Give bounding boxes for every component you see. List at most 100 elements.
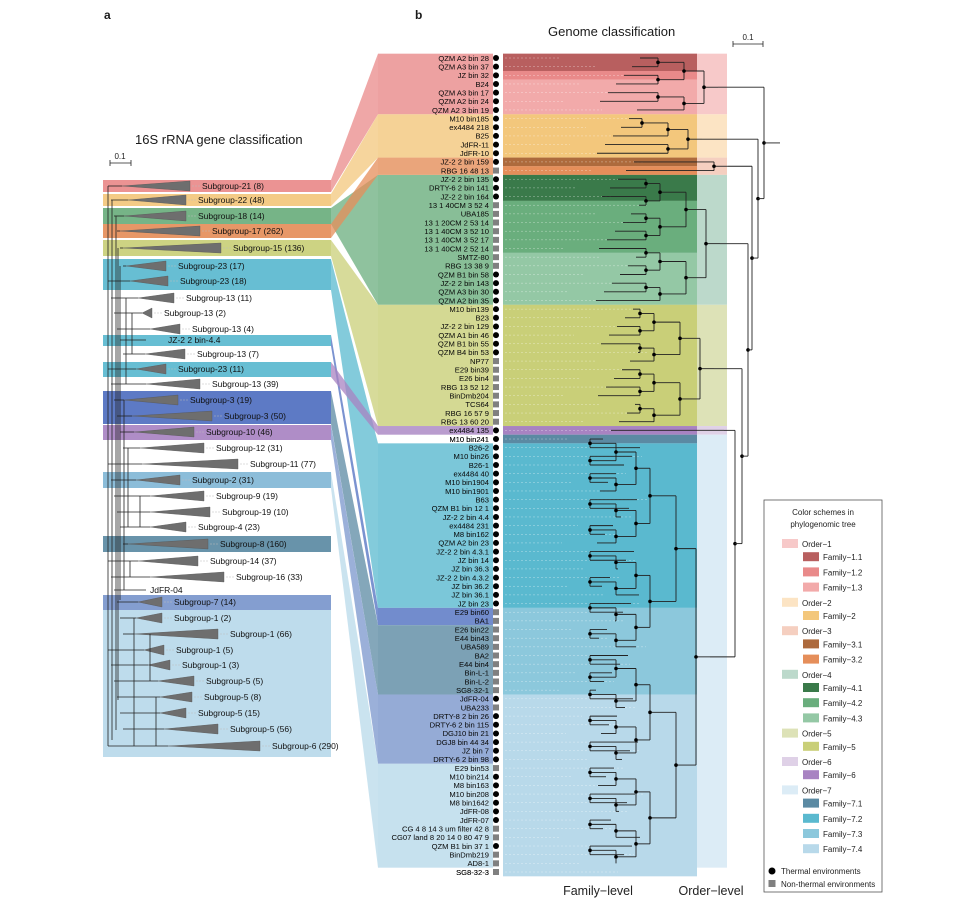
thermal-marker (493, 591, 499, 598)
legend-swatch (782, 626, 798, 636)
bootstrap-node (588, 632, 592, 636)
tip-label-overlay: DRTY-6 2 bin 141 (429, 184, 489, 193)
legend-swatch (782, 757, 798, 766)
thermal-marker (493, 505, 499, 512)
tip-label-overlay: JZ bin 14 (458, 556, 489, 565)
legend-swatch (803, 639, 819, 649)
connector-band (331, 240, 378, 427)
legend-label: Family−7.4 (823, 845, 863, 854)
collapsed-clade (157, 675, 195, 687)
connector-band (331, 335, 378, 626)
tip-label-overlay: E29 bin39 (455, 366, 489, 375)
subgroup-label: Subgroup-5 (15) (198, 708, 260, 718)
thermal-marker (493, 98, 499, 105)
tip-label-overlay: E26 bin22 (455, 625, 489, 634)
collapsed-clade (139, 442, 205, 454)
tip-label-overlay: JZ-2 2 bin 4.3.1 (436, 547, 489, 556)
bootstrap-node (634, 790, 638, 794)
collapsed-clade (125, 260, 167, 272)
bootstrap-node (614, 777, 618, 781)
tip-label-overlay: JZ bin 36.1 (451, 591, 489, 600)
bootstrap-node (648, 599, 652, 604)
tip-label: M10 bin241 (449, 435, 489, 444)
label-backdrop (378, 625, 493, 695)
tip-label-overlay: JdFR-11 (460, 140, 489, 149)
left-title: 16S rRNA gene classification (135, 132, 303, 147)
tip-label-overlay: DGJ10 bin 21 (443, 729, 489, 738)
thermal-marker (493, 522, 499, 529)
nonthermal-marker (493, 626, 499, 633)
bootstrap-node (614, 638, 618, 643)
legend-nonthermal-marker (768, 880, 776, 887)
collapsed-clade (123, 394, 179, 406)
tip-label-overlay: AD8-1 (467, 859, 489, 868)
collapsed-clade (143, 644, 165, 656)
nonthermal-marker (493, 765, 499, 772)
collapsed-clade (133, 426, 195, 438)
thermal-marker (493, 288, 499, 295)
bootstrap-node (634, 625, 638, 630)
thermal-marker (493, 132, 499, 139)
family-band-4.1 (503, 174, 697, 201)
tip-label-overlay: CG07 land 8 20 14 0 80 47 9 (391, 833, 489, 842)
thermal-marker (493, 193, 499, 200)
tip-label-overlay: QZM A2 bin 28 (438, 54, 489, 63)
tip-label-overlay: JZ-2 2 bin 159 (440, 158, 489, 167)
tip-label-overlay: JZ bin 32 (458, 71, 489, 80)
tip-label-overlay: M10 bin1904 (445, 478, 489, 487)
bootstrap-node (588, 822, 592, 827)
tip-label-overlay: B25 (475, 132, 489, 141)
thermal-marker (493, 349, 499, 356)
thermal-marker (493, 721, 499, 728)
bootstrap-node (648, 494, 652, 498)
thermal-marker (493, 747, 499, 754)
thermal-marker (493, 773, 499, 780)
bootstrap-node (588, 606, 592, 610)
nonthermal-marker (493, 687, 499, 694)
nonthermal-marker (493, 392, 499, 399)
thermal-marker (493, 462, 499, 468)
thermal-marker (493, 799, 499, 806)
legend-swatch (803, 741, 819, 751)
tip-label-overlay: JZ-2 2 bin 135 (440, 175, 489, 184)
bootstrap-node (614, 725, 618, 729)
label-backdrop (378, 607, 493, 626)
connector-band (331, 472, 378, 868)
thermal-marker (493, 280, 499, 287)
nonthermal-marker (493, 609, 499, 616)
tip-label-overlay: QZM B1 bin 37 1 (432, 842, 489, 851)
legend-marker-label: Non-thermal environments (781, 880, 875, 889)
legend-swatch (803, 567, 819, 577)
legend-swatch (782, 539, 798, 548)
nonthermal-marker (493, 375, 499, 382)
nonthermal-marker (493, 167, 499, 174)
nonthermal-marker (493, 210, 499, 217)
thermal-marker (493, 89, 499, 96)
bootstrap-node (614, 482, 618, 487)
tip-label-overlay: QZM B4 bin 53 (438, 348, 489, 357)
legend-label: Family−1.3 (823, 584, 863, 593)
nonthermal-marker (493, 825, 499, 832)
nonthermal-marker (493, 228, 499, 235)
nonthermal-marker (493, 384, 499, 391)
tip-label-overlay: UBA233 (461, 703, 489, 712)
legend-label: Family−4.1 (823, 684, 863, 693)
tip-label-overlay: M10 bin26 (454, 452, 489, 461)
legend-thermal-marker (768, 867, 776, 875)
bootstrap-node (678, 397, 682, 401)
legend-label: Order−7 (802, 786, 832, 795)
tip-label-overlay: BinDmb204 (449, 392, 489, 401)
subgroup-label: Subgroup-23 (18) (180, 276, 247, 286)
legend-label: Family−5 (823, 743, 856, 752)
bootstrap-node (658, 259, 662, 264)
family-band-7.3 (503, 607, 697, 695)
legend-label: Order−1 (802, 540, 832, 549)
family-band-4.3 (503, 252, 697, 305)
collapsed-clade (159, 707, 187, 719)
legend-title: Color schemes in (792, 508, 854, 517)
subgroup-label: Subgroup-2 (31) (192, 475, 254, 485)
collapsed-clade (137, 596, 163, 608)
tip-label-overlay: QZM A3 bin 17 (438, 88, 489, 97)
bootstrap-node (682, 101, 686, 106)
tip-label-overlay: ex4484 231 (449, 521, 489, 530)
